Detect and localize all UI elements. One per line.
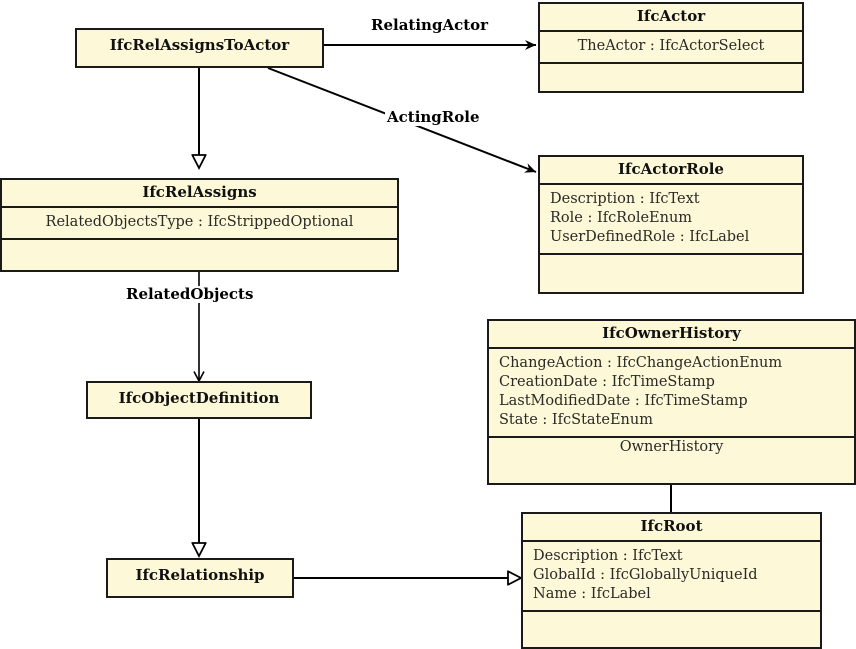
class-footer (540, 255, 802, 272)
class-title: IfcRelAssigns (2, 180, 397, 208)
edge-label-relating-actor: RelatingActor (371, 16, 489, 34)
attribute-row: LastModifiedDate : IfcTimeStamp (499, 392, 748, 409)
class-title: IfcOwnerHistory (489, 321, 854, 349)
attribute-row: Description : IfcText (550, 190, 700, 207)
attribute-row: UserDefinedRole : IfcLabel (550, 228, 750, 245)
class-title: IfcObjectDefinition (118, 389, 280, 407)
attribute-row: GlobalId : IfcGloballyUniqueId (533, 566, 758, 583)
class-title: IfcRelAssignsToActor (109, 36, 290, 54)
class-attributes: Description : IfcText Role : IfcRoleEnum… (540, 185, 802, 255)
class-footer-owner-history: OwnerHistory (619, 439, 724, 455)
class-box-ifcobjectdefinition[interactable]: IfcObjectDefinition (86, 381, 312, 419)
attribute-row: Description : IfcText (533, 547, 683, 564)
class-attributes: RelatedObjectsType : IfcStrippedOptional (2, 208, 397, 240)
class-box-ifcownerhistory[interactable]: IfcOwnerHistory ChangeAction : IfcChange… (487, 319, 856, 485)
class-box-ifcrelassigns[interactable]: IfcRelAssigns RelatedObjectsType : IfcSt… (0, 178, 399, 272)
class-box-ifcactorrole[interactable]: IfcActorRole Description : IfcText Role … (538, 155, 804, 294)
class-footer (523, 612, 820, 629)
edge-label-related-objects: RelatedObjects (124, 285, 256, 303)
class-title: IfcActorRole (540, 157, 802, 185)
edge-label-acting-role: ActingRole (385, 108, 482, 126)
class-attributes: Description : IfcText GlobalId : IfcGlob… (523, 542, 820, 612)
attribute-row: CreationDate : IfcTimeStamp (499, 373, 715, 390)
class-footer (2, 240, 397, 257)
attribute-row: State : IfcStateEnum (499, 411, 653, 428)
class-footer (540, 64, 802, 81)
attribute-row: Name : IfcLabel (533, 585, 651, 602)
attribute-row: Role : IfcRoleEnum (550, 209, 693, 226)
class-title: IfcActor (540, 4, 802, 32)
class-box-ifcrelassignstoactor[interactable]: IfcRelAssignsToActor (75, 28, 324, 68)
class-title: IfcRelationship (135, 566, 265, 584)
class-attributes: ChangeAction : IfcChangeActionEnum Creat… (489, 349, 854, 438)
class-box-ifcroot[interactable]: IfcRoot Description : IfcText GlobalId :… (521, 512, 822, 649)
class-title: IfcRoot (523, 514, 820, 542)
class-box-ifcactor[interactable]: IfcActor TheActor : IfcActorSelect (538, 2, 804, 93)
class-box-ifcrelationship[interactable]: IfcRelationship (106, 558, 294, 598)
attribute-row: TheActor : IfcActorSelect (577, 37, 765, 54)
class-attributes: TheActor : IfcActorSelect (540, 32, 802, 64)
attribute-row: ChangeAction : IfcChangeActionEnum (499, 354, 783, 371)
attribute-row: RelatedObjectsType : IfcStrippedOptional (45, 213, 354, 230)
